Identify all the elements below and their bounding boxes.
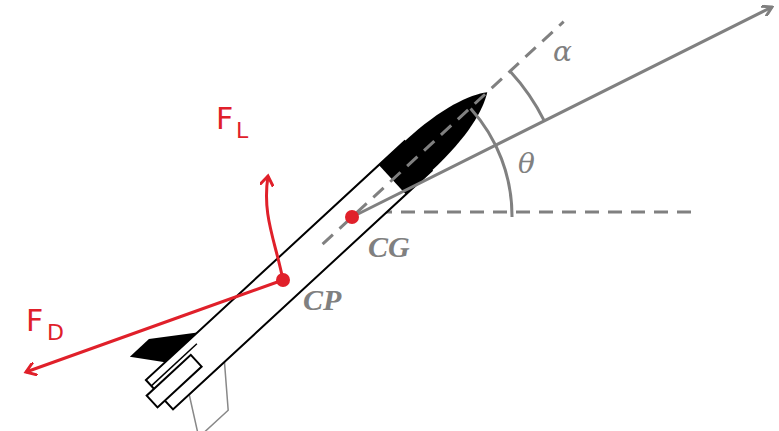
theta-label: θ — [518, 150, 535, 178]
alpha-arc — [510, 71, 544, 121]
force-subscript: L — [236, 120, 248, 142]
cp-dot — [276, 273, 290, 287]
drag-vector — [26, 280, 283, 372]
cg-label: CG — [368, 232, 410, 262]
force-symbol: F — [216, 104, 233, 134]
lift-vector — [266, 176, 283, 280]
horizontal-reference — [355, 211, 695, 214]
body-tube — [146, 141, 432, 409]
engine-tube — [147, 355, 202, 407]
velocity-vector — [352, 7, 772, 217]
theta-arc — [471, 109, 512, 218]
cp-label: CP — [303, 285, 341, 315]
rocket — [120, 0, 603, 431]
alpha-label: α — [553, 38, 572, 66]
rocket-axis — [323, 22, 564, 244]
nose-cone — [405, 78, 501, 171]
force-subscript: D — [47, 322, 64, 344]
force-symbol: F — [26, 306, 43, 336]
cg-dot — [345, 210, 359, 224]
